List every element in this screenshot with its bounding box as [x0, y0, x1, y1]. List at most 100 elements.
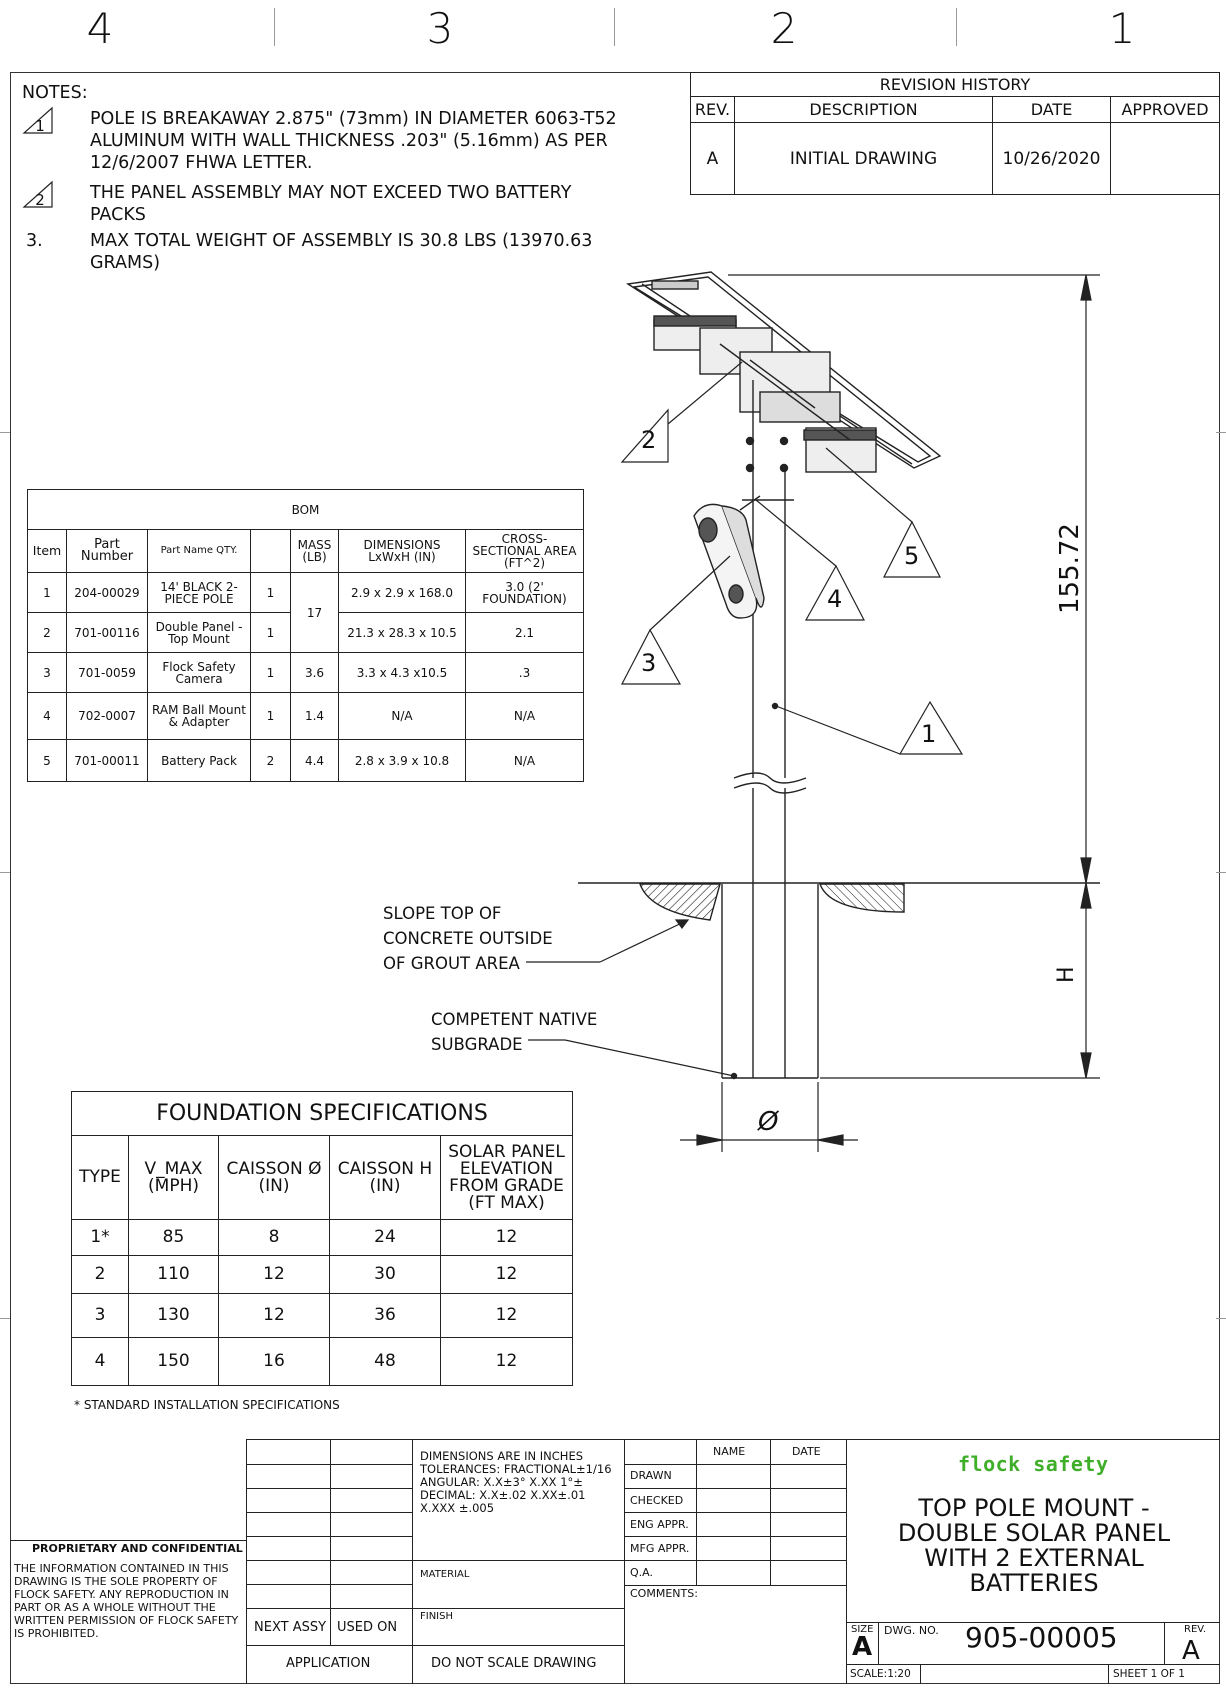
- foundation-header-caisson-height: CAISSON H (IN): [329, 1135, 441, 1220]
- role-comments: COMMENTS:: [630, 1587, 698, 1600]
- bom-cell: RAM Ball Mount & Adapter: [147, 692, 251, 740]
- notes-heading: NOTES:: [22, 83, 88, 103]
- camera: [693, 495, 765, 619]
- bom-cell: 14' BLACK 2-PIECE POLE: [147, 572, 251, 613]
- role-drawn: DRAWN: [630, 1469, 672, 1482]
- bom-header-dimensions: DIMENSIONS LxWxH (IN): [338, 529, 466, 573]
- foundation-cell: 30: [329, 1255, 441, 1294]
- note-text: MAX TOTAL WEIGHT OF ASSEMBLY IS 30.8 LBS…: [90, 231, 593, 273]
- foundation-header-caisson-diameter: CAISSON Ø (IN): [218, 1135, 330, 1220]
- material-label: MATERIAL: [420, 1569, 470, 1580]
- callout-label-3: 3: [641, 649, 656, 677]
- concrete-caisson: [578, 702, 1100, 1080]
- leader-line-text: OF GROUT AREA: [383, 954, 520, 973]
- drawing-frame: [10, 72, 1220, 1684]
- size-label: SIZE: [851, 1624, 874, 1635]
- note-badge-label: 1: [35, 117, 45, 135]
- revision-history-table: REVISION HISTORY REV. DESCRIPTION DATE A…: [690, 72, 1220, 195]
- notes-section: NOTES: 1 POLE IS BREAKAWAY 2.875" (73mm)…: [22, 82, 662, 278]
- bom-header-cross-section: CROSS-SECTIONAL AREA (FT^2): [465, 529, 584, 573]
- callouts: [526, 361, 964, 1077]
- note-item: 3. MAX TOTAL WEIGHT OF ASSEMBLY IS 30.8 …: [22, 230, 662, 274]
- bom-cell: 2: [27, 612, 67, 653]
- note-text: THE PANEL ASSEMBLY MAY NOT EXCEED TWO BA…: [90, 183, 572, 225]
- note-item: 1 POLE IS BREAKAWAY 2.875" (73mm) IN DIA…: [22, 106, 662, 174]
- callout-label-5: 5: [904, 542, 919, 570]
- callout-label-2: 2: [641, 426, 656, 454]
- edge-tick: [1216, 1318, 1226, 1319]
- concrete-slope-note: SLOPE TOP OF CONCRETE OUTSIDE OF GROUT A…: [383, 901, 553, 976]
- triangle-badge-icon: [22, 180, 53, 208]
- callout-triangle-5-icon: [883, 520, 941, 578]
- subgrade-note: COMPETENT NATIVE SUBGRADE: [431, 1007, 597, 1057]
- bom-cell: .3: [465, 652, 584, 693]
- foundation-cell: 4: [71, 1337, 129, 1386]
- bom-cell: 5: [27, 739, 67, 782]
- leader-line-text: SLOPE TOP OF: [383, 904, 502, 923]
- callout-triangle-1-icon: [898, 700, 964, 755]
- date-header: DATE: [992, 96, 1111, 123]
- bom-cell: 17: [290, 572, 339, 653]
- edge-tick: [0, 1318, 10, 1319]
- triangle-badge-icon: [22, 106, 53, 134]
- leader-line-text: CONCRETE OUTSIDE: [383, 929, 553, 948]
- application-label: APPLICATION: [286, 1656, 371, 1671]
- callout-triangle-3-icon: [621, 628, 682, 685]
- name-column-header: NAME: [713, 1445, 746, 1458]
- bom-table: BOM Item Part Number Part Name QTY. MASS…: [27, 489, 584, 782]
- foundation-cell: 1*: [71, 1219, 129, 1256]
- tolerances-text: DIMENSIONS ARE IN INCHES TOLERANCES: FRA…: [420, 1449, 612, 1515]
- dimension-height-label: 155.72: [1055, 523, 1085, 614]
- drawing-number: 905-00005: [965, 1621, 1118, 1654]
- foundation-cell: 12: [218, 1255, 330, 1294]
- pole: [733, 380, 807, 1078]
- foundation-title: FOUNDATION SPECIFICATIONS: [71, 1091, 573, 1136]
- used-on-label: USED ON: [337, 1620, 398, 1635]
- bom-title: BOM: [27, 489, 584, 530]
- foundation-cell: 150: [128, 1337, 219, 1386]
- edge-tick: [0, 872, 10, 873]
- edge-tick: [1216, 432, 1226, 433]
- zone-number-2: 2: [770, 4, 798, 53]
- date-column-header: DATE: [792, 1445, 821, 1458]
- zone-divider: [274, 8, 275, 46]
- solar-panel-assembly: [626, 271, 942, 473]
- role-mfg-appr: MFG APPR.: [630, 1542, 690, 1555]
- bom-cell: 1: [27, 572, 67, 613]
- zone-number-3: 3: [426, 4, 454, 53]
- date-cell: 10/26/2020: [992, 122, 1111, 195]
- proprietary-heading: PROPRIETARY AND CONFIDENTIAL: [32, 1542, 243, 1555]
- sheet-label: SHEET 1 OF 1: [1113, 1668, 1185, 1680]
- zone-number-1: 1: [1108, 4, 1136, 53]
- leader-line-text: COMPETENT NATIVE: [431, 1010, 598, 1029]
- role-checked: CHECKED: [630, 1494, 684, 1507]
- bom-cell: 2.1: [465, 612, 584, 653]
- bom-cell: 1: [250, 652, 291, 693]
- note-item: 2 THE PANEL ASSEMBLY MAY NOT EXCEED TWO …: [22, 180, 662, 226]
- bom-cell: N/A: [465, 739, 584, 782]
- approved-cell: [1110, 122, 1220, 195]
- do-not-scale-label: DO NOT SCALE DRAWING: [431, 1656, 597, 1671]
- bom-cell: 701-00011: [66, 739, 148, 782]
- foundation-header-vmax: V_MAX (MPH): [128, 1135, 219, 1220]
- rev-cell: A: [690, 122, 735, 195]
- scale-label: SCALE:1:20: [850, 1668, 911, 1680]
- edge-tick: [0, 432, 10, 433]
- zone-number-4: 4: [86, 4, 114, 53]
- callout-triangle-4-icon: [804, 564, 865, 621]
- role-eng-appr: ENG APPR.: [630, 1518, 689, 1531]
- foundation-cell: 24: [329, 1219, 441, 1256]
- bom-cell: 701-0059: [66, 652, 148, 693]
- dimension-caisson-h-label: H: [1054, 966, 1079, 983]
- callout-triangle-2-icon: [620, 408, 669, 463]
- bom-cell: 1: [250, 612, 291, 653]
- leader-line-text: SUBGRADE: [431, 1035, 523, 1054]
- foundation-cell: 36: [329, 1293, 441, 1338]
- note-badge: 1: [22, 106, 56, 135]
- foundation-cell: 110: [128, 1255, 219, 1294]
- foundation-cell: 12: [440, 1337, 573, 1386]
- edge-tick: [1216, 872, 1226, 873]
- bom-cell: 2: [250, 739, 291, 782]
- bom-cell: N/A: [465, 692, 584, 740]
